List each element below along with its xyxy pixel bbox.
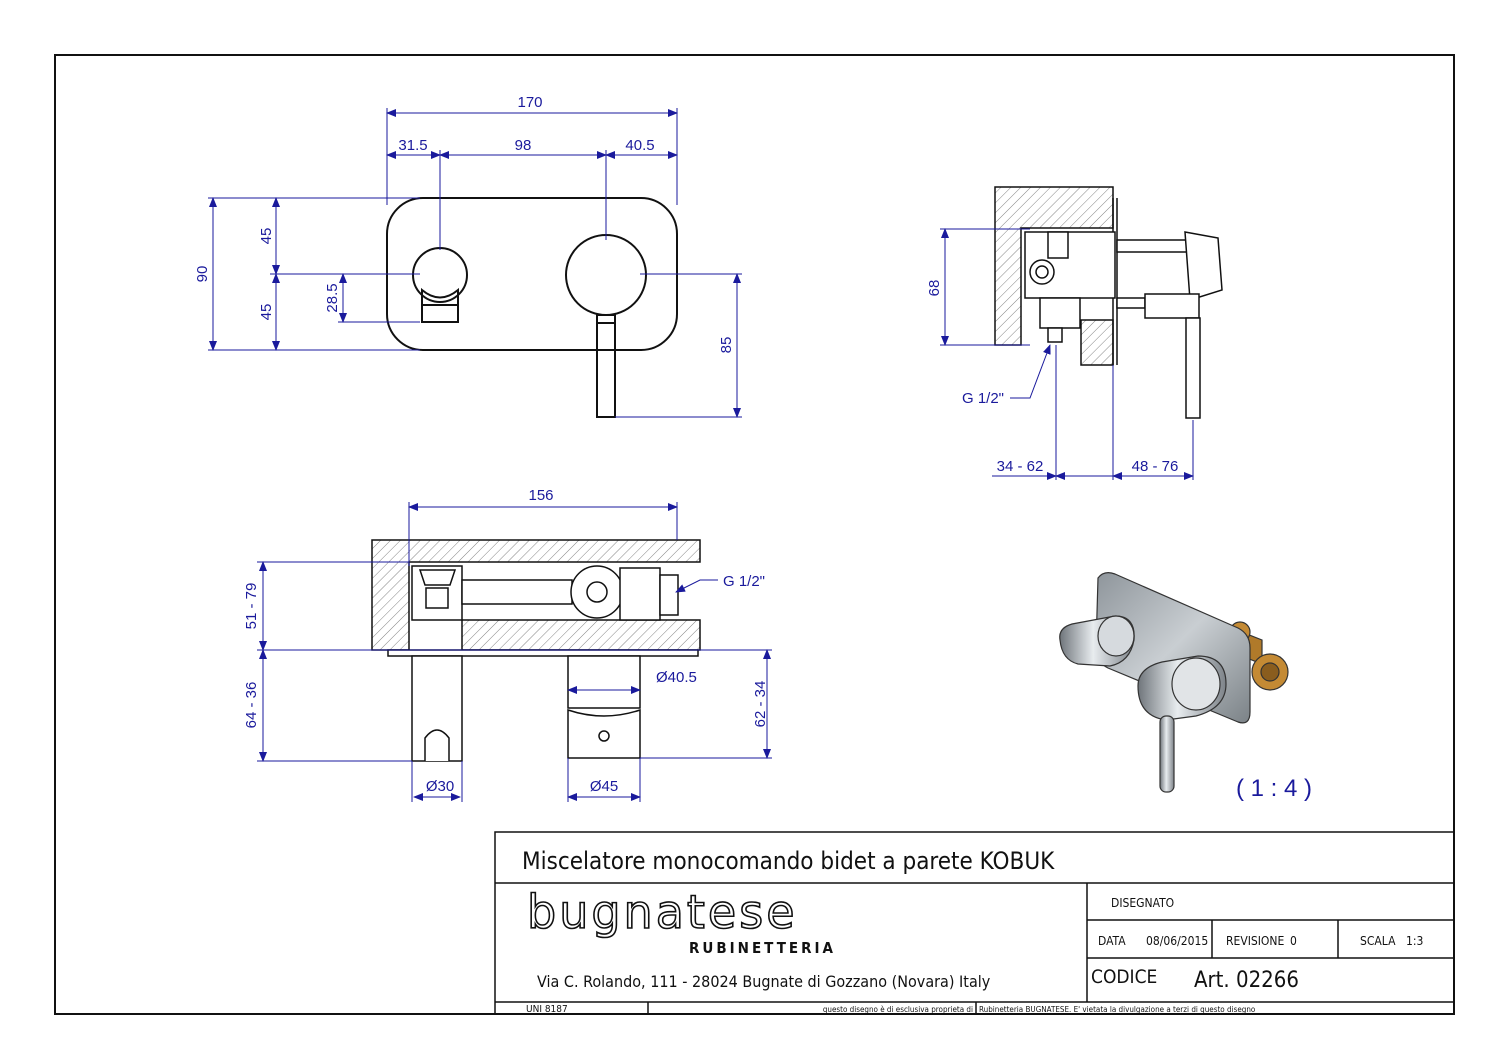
company-address: Via C. Rolando, 111 - 28024 Bugnate di G… [537,972,991,991]
date-label: DATA [1098,934,1126,948]
dim-holder-height: 28.5 [324,283,341,312]
dim-height: 90 [194,266,211,283]
side-holder-cap [1184,231,1223,301]
date-value: 08/06/2015 [1146,934,1208,948]
top-handle-shaft [567,655,641,709]
top-cover-plate [387,649,699,657]
drawing-title: Miscelatore monocomando bidet a parete K… [522,847,1055,875]
revision-value: 0 [1290,934,1297,948]
front-lever [596,314,616,418]
ownership-notice-right: Rubinetteria BUGNATESE. E' vietata la di… [979,1005,1256,1014]
side-view [994,186,1223,419]
dim-upper-half: 45 [258,228,275,245]
dim-wall-depth: 34 - 62 [997,458,1044,475]
side-lever [1185,317,1201,419]
brand-logo: bugnatese [527,885,798,939]
front-holder-body [421,287,459,323]
standard-ref: UNI 8187 [526,1004,568,1015]
top-handle-cap [567,708,641,759]
front-cover-plate [386,197,678,351]
dim-side-height: 68 [926,280,943,297]
article-code: Art. 02266 [1194,968,1299,993]
dim-cap-diameter: Ø40.5 [656,669,697,686]
side-wall-lower [1080,319,1114,366]
side-view-dimensions [940,228,1194,480]
dim-overall-width: 170 [517,94,542,111]
code-label: CODICE [1091,966,1157,988]
dim-left-offset: 31.5 [398,137,427,154]
dim-projection: 48 - 76 [1132,458,1179,475]
drawn-label: DISEGNATO [1111,896,1174,910]
dim-right-offset: 40.5 [625,137,654,154]
top-holder-block [411,565,463,621]
dim-handle-diameter: Ø45 [590,778,618,795]
front-view-dimensions [208,108,742,418]
top-wall-lower [461,619,701,651]
brand-subtitle: RUBINETTERIA [689,939,836,957]
dim-lower-half: 45 [258,304,275,321]
side-handle [1144,293,1200,319]
title-block [494,831,1455,1015]
ownership-notice-left: questo disegno è di esclusiva proprieta … [823,1004,973,1014]
dim-wall-range: 51 - 79 [243,583,260,630]
front-view [386,197,678,418]
dim-top-inlet: G 1/2" [723,573,765,590]
top-mixer-body [461,579,573,605]
dim-side-inlet: G 1/2" [962,390,1004,407]
top-view [371,539,701,762]
front-handle-circle [565,234,647,316]
dim-top-depth: 156 [528,487,553,504]
dim-holder-projection: 64 - 36 [243,682,260,729]
top-view-dimensions [257,502,772,802]
top-cartridge [570,565,624,619]
dim-handle-projection: 62 - 34 [752,681,769,728]
side-holder-arm [1116,239,1188,253]
revision-label: REVISIONE [1226,934,1284,948]
dim-lever-drop: 85 [718,337,735,354]
scale-value: 1:3 [1406,934,1423,948]
dim-center-distance: 98 [515,137,532,154]
scale-label: SCALA [1360,934,1396,948]
isometric-view [1059,572,1289,793]
iso-scale-label: ( 1 : 4 ) [1236,775,1312,802]
dim-holder-diameter: Ø30 [426,778,454,795]
iso-lever [1159,715,1175,793]
